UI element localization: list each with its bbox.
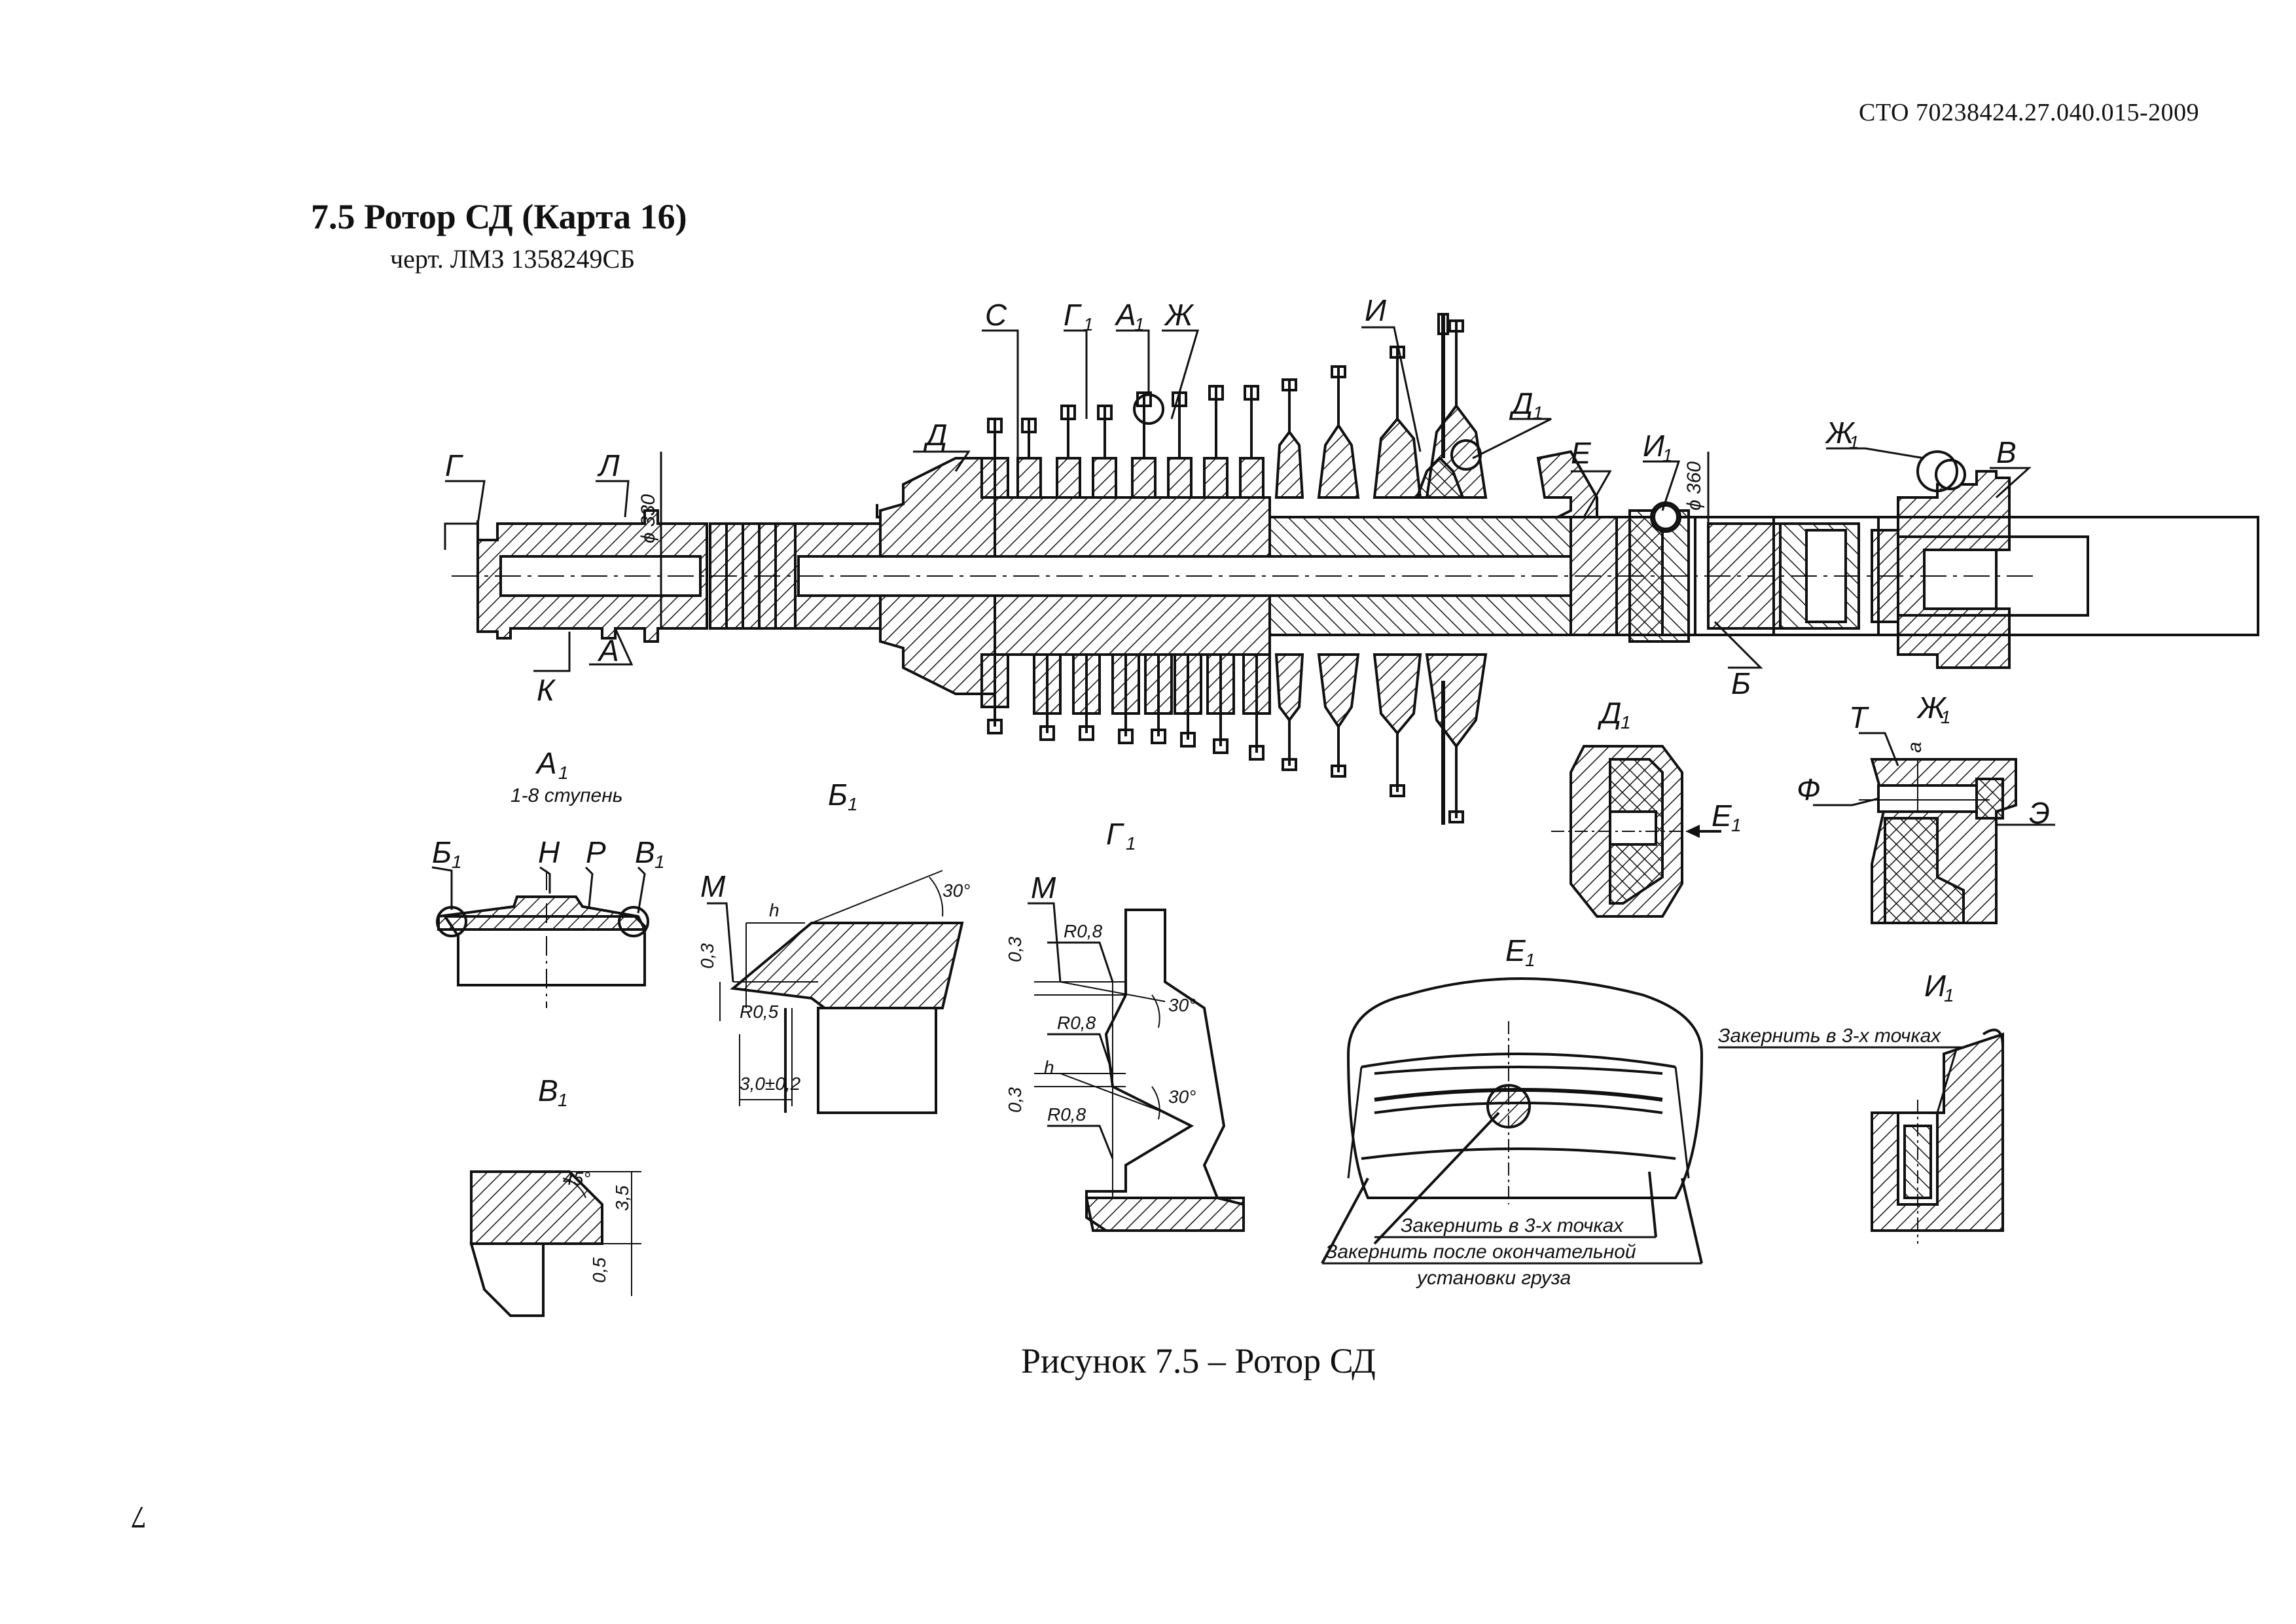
main-view-labels: С Г 1 А 1 Ж И Д 1 Д Г Л К А Е И 1 Ж 1 В …: [445, 293, 2017, 707]
svg-text:Н: Н: [538, 835, 560, 869]
page-number: 7: [131, 1500, 147, 1534]
detail-G1: Г 1 М R0,8 R0,8 R0,8 0,3 0,3 h 30° 30°: [1005, 817, 1245, 1232]
svg-text:1: 1: [1849, 432, 1859, 452]
label-L: Л: [597, 448, 620, 482]
svg-text:30°: 30°: [942, 880, 970, 901]
detail-I1-title: И: [1924, 969, 1946, 1003]
detail-A1: А 1 1-8 ступень Б 1 Н Р В 1: [431, 746, 665, 1008]
label-A1: А: [1114, 298, 1136, 332]
svg-text:1: 1: [848, 794, 858, 814]
svg-text:1: 1: [558, 1090, 568, 1110]
detail-A1-note: 1-8 ступень: [511, 785, 623, 806]
svg-text:установки груза: установки груза: [1416, 1267, 1571, 1289]
svg-text:0,3: 0,3: [697, 943, 717, 969]
detail-V1: В 1 45° 3,5 0,5: [469, 1074, 641, 1317]
detail-B1-title: Б: [828, 778, 848, 812]
svg-text:Е: Е: [1712, 799, 1732, 833]
label-phi360: ϕ 360: [1683, 461, 1705, 511]
svg-text:1: 1: [558, 763, 569, 783]
svg-text:R0,5: R0,5: [740, 1001, 779, 1022]
detail-V1-title: В: [538, 1074, 558, 1108]
svg-text:0,3: 0,3: [1005, 1087, 1025, 1113]
svg-text:Ф: Ф: [1797, 772, 1821, 806]
label-I: И: [1365, 293, 1386, 327]
svg-text:1: 1: [1533, 403, 1543, 423]
detail-I1: И 1 Закернить в 3-х точках: [1718, 969, 2004, 1244]
detail-Zh1: Ж 1 Т а Ф Э: [1797, 691, 2055, 924]
svg-text:R0,8: R0,8: [1047, 1104, 1086, 1125]
document-code: СТО 70238424.27.040.015-2009: [1859, 99, 2200, 126]
svg-text:1: 1: [1941, 707, 1951, 727]
svg-text:Т: Т: [1849, 700, 1869, 734]
svg-text:h: h: [1044, 1057, 1054, 1077]
svg-text:R0,8: R0,8: [1064, 921, 1103, 941]
detail-D1-title: Д: [1597, 696, 1621, 730]
svg-text:R0,8: R0,8: [1057, 1013, 1096, 1033]
detail-G1-title: Г: [1106, 817, 1124, 851]
svg-text:3,0±0,2: 3,0±0,2: [740, 1074, 801, 1094]
label-G: Г: [445, 448, 463, 482]
svg-text:0,3: 0,3: [1005, 937, 1025, 962]
detail-D1: Д 1 Е 1: [1551, 696, 1742, 918]
label-I1: И: [1643, 429, 1664, 463]
svg-text:М: М: [700, 869, 726, 903]
label-B: Б: [1731, 666, 1751, 700]
svg-text:Закернить после окончательной: Закернить после окончательной: [1325, 1241, 1636, 1263]
rotor-main-view: [452, 313, 2259, 825]
label-D: Д: [923, 418, 947, 452]
svg-text:0,5: 0,5: [589, 1257, 609, 1283]
svg-text:30°: 30°: [1168, 1087, 1196, 1107]
svg-text:Р: Р: [586, 835, 606, 869]
leader-lines: [444, 326, 2032, 672]
svg-text:1: 1: [452, 852, 462, 872]
label-K: К: [537, 673, 556, 707]
label-D1: Д: [1509, 386, 1533, 420]
svg-text:45°: 45°: [563, 1168, 590, 1189]
section-title: 7.5 Ротор СД (Карта 16): [311, 197, 687, 236]
detail-A1-title: А: [535, 746, 557, 780]
svg-text:Э: Э: [2029, 796, 2050, 830]
svg-text:30°: 30°: [1168, 995, 1196, 1015]
svg-text:1: 1: [1083, 314, 1094, 334]
svg-text:1: 1: [1134, 314, 1145, 334]
svg-text:h: h: [769, 900, 780, 920]
svg-text:3,5: 3,5: [612, 1185, 632, 1211]
detail-E1: Е 1 Закернить в 3-х точках Закернить пос…: [1321, 933, 1704, 1289]
detail-E1-title: Е: [1505, 933, 1526, 967]
detail-B1: Б 1 М h 0,3 R0,5 3,0±0,2 30°: [697, 778, 970, 1114]
svg-text:1: 1: [1621, 712, 1631, 732]
label-G1: Г: [1064, 298, 1082, 332]
label-V: В: [1996, 435, 2017, 469]
figure-caption: Рисунок 7.5 – Ротор СД: [1021, 1341, 1376, 1380]
svg-text:1: 1: [655, 852, 665, 872]
svg-text:Закернить в 3-х точках: Закернить в 3-х точках: [1401, 1215, 1624, 1236]
svg-text:1: 1: [1662, 445, 1673, 465]
svg-text:М: М: [1031, 871, 1056, 905]
detail-Zh1-title: Ж: [1916, 691, 1947, 725]
label-Zh1: Ж: [1825, 416, 1856, 450]
svg-text:В: В: [635, 835, 655, 869]
label-C: С: [985, 298, 1007, 332]
svg-text:а: а: [1904, 742, 1926, 753]
svg-text:Закернить в 3-х точках: Закернить в 3-х точках: [1718, 1025, 1941, 1047]
svg-text:1: 1: [1126, 833, 1136, 854]
svg-text:1: 1: [1944, 985, 1954, 1005]
label-Zh: Ж: [1164, 298, 1194, 332]
label-E: Е: [1571, 436, 1592, 470]
label-phi330: ϕ 330: [637, 494, 659, 543]
svg-text:1: 1: [1525, 950, 1535, 970]
drawing-reference: черт. ЛМЗ 1358249СБ: [390, 244, 636, 274]
svg-text:1: 1: [1731, 815, 1742, 835]
svg-text:Б: Б: [432, 835, 452, 869]
label-A: А: [597, 634, 619, 668]
